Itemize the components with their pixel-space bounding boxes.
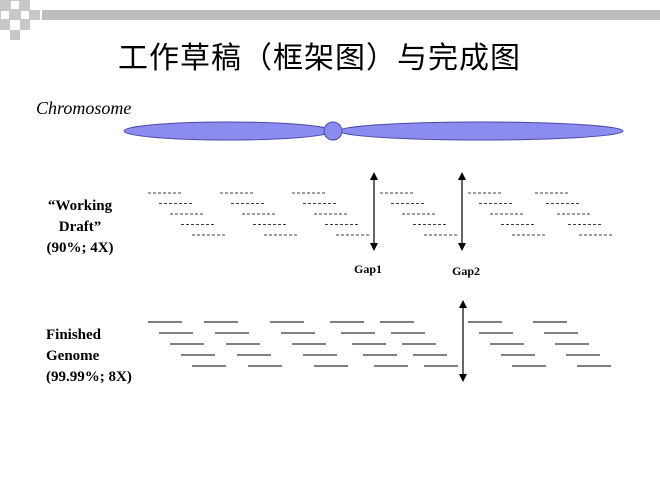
chromosome-right-arm — [338, 121, 624, 141]
header-decoration — [0, 0, 660, 40]
chromosome-left-arm — [123, 121, 333, 141]
draft-reads — [148, 192, 612, 236]
gap2-label: Gap2 — [452, 264, 481, 278]
finished-genome-line3: (99.99%; 8X) — [46, 369, 132, 385]
deco-outline — [0, 10, 10, 20]
deco-square — [20, 0, 30, 10]
deco-square — [20, 20, 30, 30]
finished-reads — [148, 321, 611, 367]
working-draft-line2: Draft” — [58, 219, 102, 235]
deco-square — [30, 10, 40, 20]
finished-genome-line2: Genome — [46, 348, 100, 364]
deco-square — [10, 10, 20, 20]
working-draft-line1: “Working — [47, 198, 113, 214]
deco-outline — [10, 0, 20, 10]
deco-square — [0, 0, 10, 10]
deco-gradient-bar — [42, 10, 660, 20]
chromosome-label: Chromosome — [36, 98, 132, 118]
finished-genome-line1: Finished — [46, 327, 102, 343]
gap1-label: Gap1 — [354, 262, 383, 276]
deco-square — [0, 20, 10, 30]
finished-genome-label: Finished Genome (99.99%; 8X) — [46, 325, 132, 388]
page-title: 工作草稿（框架图）与完成图 — [118, 41, 521, 76]
deco-outline — [20, 10, 30, 20]
working-draft-label: “Working Draft” (90%; 4X) — [30, 196, 130, 259]
deco-square — [10, 30, 20, 40]
centromere — [323, 121, 343, 141]
working-draft-line3: (90%; 4X) — [46, 240, 114, 256]
